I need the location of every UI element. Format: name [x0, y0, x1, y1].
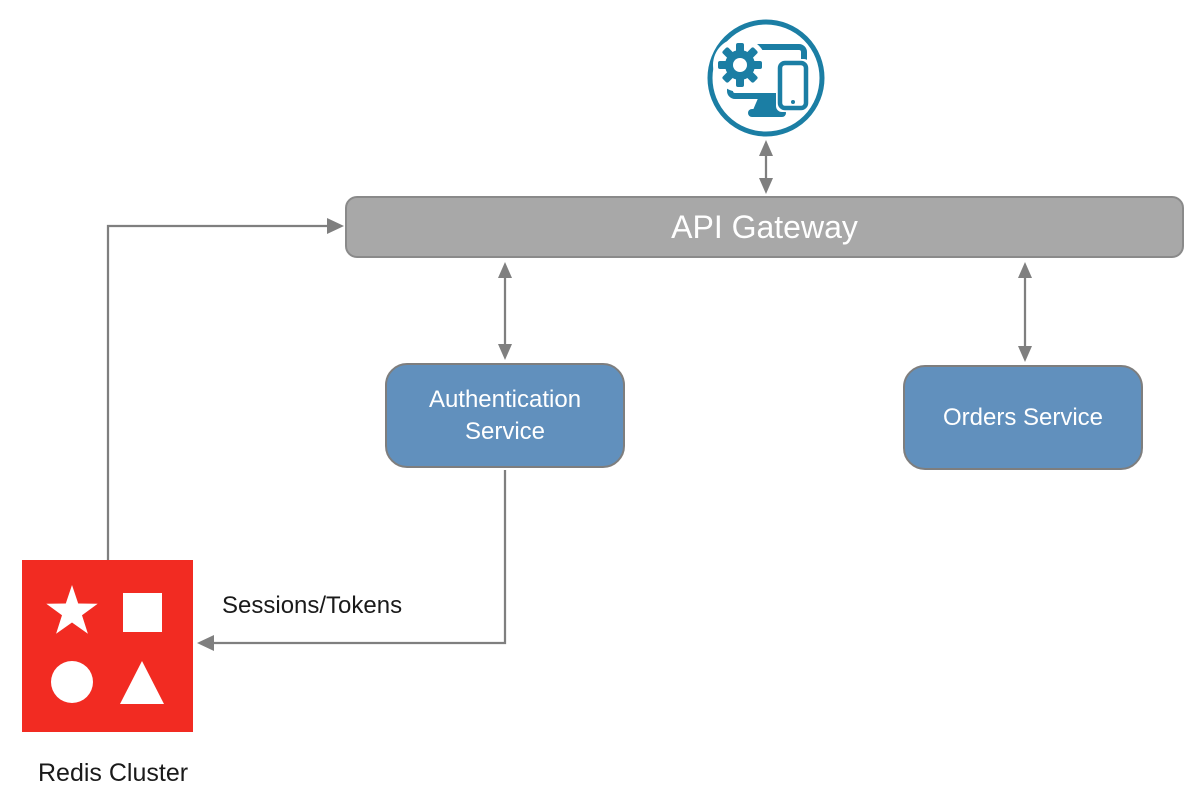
redis-cluster-label: Redis Cluster — [38, 759, 189, 787]
star-icon — [46, 585, 98, 634]
square-icon — [123, 593, 162, 632]
api-gateway-label: API Gateway — [671, 208, 858, 245]
edge-gateway-auth-double-arrow — [498, 262, 512, 360]
gear-icon — [713, 38, 767, 92]
edge-gateway-orders-double-arrow — [1018, 262, 1032, 362]
authentication-service-label: Authentication Service — [428, 386, 582, 445]
triangle-icon — [120, 661, 164, 704]
authentication-service-node: Authentication Service — [385, 363, 625, 468]
edge-redis-gateway-elbow-arrow — [106, 218, 344, 560]
circle-badge-outline — [707, 19, 825, 137]
sessions-tokens-label: Sessions/Tokens — [222, 592, 403, 619]
api-gateway-node: API Gateway — [345, 196, 1184, 258]
edge-client-gateway-double-arrow — [759, 140, 773, 194]
client-devices-icon — [704, 16, 828, 140]
smartphone-icon — [776, 59, 810, 112]
orders-service-node: Orders Service — [903, 365, 1143, 470]
orders-service-label: Orders Service — [942, 403, 1104, 431]
circle-icon — [51, 661, 93, 703]
redis-cluster-node — [22, 560, 193, 732]
edge-auth-redis-elbow-arrow — [197, 470, 507, 651]
